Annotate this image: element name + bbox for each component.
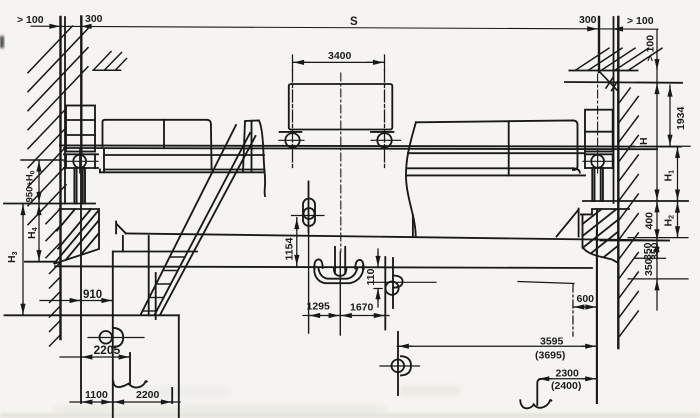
svg-text:2200: 2200 — [136, 389, 160, 401]
svg-text:H3: H3 — [6, 251, 19, 263]
svg-text:(2400): (2400) — [551, 380, 581, 392]
svg-text:H: H — [638, 137, 650, 145]
svg-text:110: 110 — [365, 268, 377, 285]
svg-text:3400: 3400 — [328, 50, 352, 62]
svg-text:950+H0: 950+H0 — [25, 170, 37, 202]
svg-text:2300: 2300 — [556, 368, 580, 380]
svg-text:1100: 1100 — [85, 389, 108, 401]
svg-text:300: 300 — [85, 13, 103, 25]
svg-text:300: 300 — [579, 14, 597, 26]
svg-text:> 100: > 100 — [17, 14, 44, 26]
svg-text:H2: H2 — [663, 215, 676, 227]
svg-text:1670: 1670 — [350, 302, 374, 314]
svg-text:H4: H4 — [26, 227, 39, 239]
svg-text:1154: 1154 — [284, 238, 296, 261]
svg-text:S: S — [350, 16, 358, 28]
svg-text:400: 400 — [644, 212, 656, 230]
svg-text:1934: 1934 — [675, 106, 687, 130]
svg-text:600: 600 — [577, 293, 595, 305]
svg-text:3595: 3595 — [540, 335, 564, 347]
svg-text:350: 350 — [649, 242, 661, 260]
svg-text:350: 350 — [642, 242, 654, 260]
svg-text:> 100: > 100 — [645, 35, 657, 62]
svg-text:1295: 1295 — [307, 301, 331, 313]
svg-text:> 100: > 100 — [627, 15, 654, 27]
svg-text:910: 910 — [83, 289, 102, 301]
svg-text:(3695): (3695) — [535, 349, 565, 361]
svg-text:H1: H1 — [663, 170, 676, 182]
svg-text:2205: 2205 — [94, 343, 121, 357]
svg-text:350: 350 — [643, 258, 655, 276]
